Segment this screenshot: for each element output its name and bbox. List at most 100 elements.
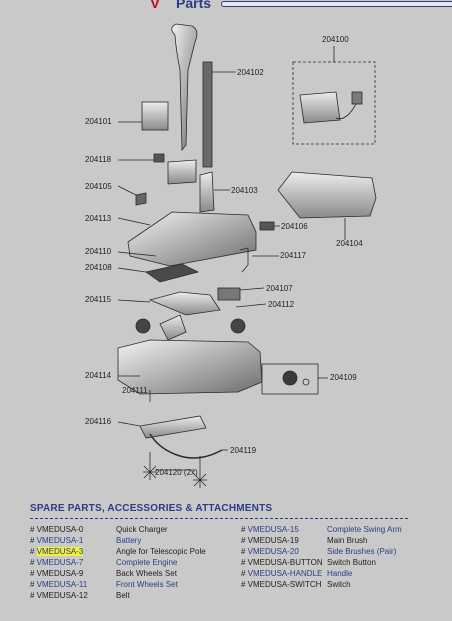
part-desc: Main Brush xyxy=(327,536,368,545)
part-code-link[interactable]: VMEDUSA-HANDLE xyxy=(247,569,323,578)
part-code-text: VMEDUSA-BUTTON xyxy=(247,558,323,567)
part-code: # VMEDUSA-0 xyxy=(30,524,116,535)
hash-mark: # xyxy=(241,525,248,534)
part-desc: Switch xyxy=(327,580,351,589)
label-204112: 204112 xyxy=(268,300,295,309)
part-code-text: VMEDUSA-0 xyxy=(36,525,84,534)
label-204110: 204110 xyxy=(85,247,112,256)
hash-mark: # xyxy=(241,558,248,567)
hash-mark: # xyxy=(30,547,37,556)
label-204113: 204113 xyxy=(85,214,112,223)
part-code: # VMEDUSA-20 xyxy=(241,546,327,557)
label-204120: 204120 (2x) xyxy=(155,468,198,477)
handle-shape xyxy=(171,23,198,152)
part-code: # VMEDUSA-7 xyxy=(30,557,116,568)
part-code: # VMEDUSA-11 xyxy=(30,579,116,590)
part-code: # VMEDUSA-9 xyxy=(30,568,116,579)
label-204109: 204109 xyxy=(330,373,357,382)
main-brush-shape xyxy=(139,415,207,439)
label-204101: 204101 xyxy=(85,117,112,126)
part-code: # VMEDUSA-12 xyxy=(30,590,116,601)
part-desc: Switch Button xyxy=(327,558,376,567)
part-desc-link[interactable]: Complete Swing Arm xyxy=(327,525,402,534)
part-row: # VMEDUSA-BUTTON Switch Button xyxy=(241,557,402,568)
label-204118: 204118 xyxy=(85,155,112,164)
label-204108: 204108 xyxy=(85,263,112,272)
part-code-link[interactable]: VMEDUSA-20 xyxy=(247,547,299,556)
title-rule xyxy=(221,1,452,7)
hash-mark: # xyxy=(30,525,37,534)
part-code-text: VMEDUSA-9 xyxy=(36,569,84,578)
label-204115: 204115 xyxy=(85,295,112,304)
label-204103: 204103 xyxy=(231,186,258,195)
part-code: # VMEDUSA-3 xyxy=(30,546,116,557)
spare-parts-divider xyxy=(30,518,408,519)
label-204107: 204107 xyxy=(266,284,293,293)
part-code-link[interactable]: VMEDUSA-3 xyxy=(36,547,84,556)
part-desc-link[interactable]: Side Brushes (Pair) xyxy=(327,547,397,556)
label-204114: 204114 xyxy=(85,371,112,380)
label-204116: 204116 xyxy=(85,417,112,426)
battery-shape xyxy=(141,101,169,131)
part-code: # VMEDUSA-19 xyxy=(241,535,327,546)
part-code: # VMEDUSA-HANDLE xyxy=(241,568,327,579)
part-code-link[interactable]: VMEDUSA-1 xyxy=(36,536,84,545)
hash-mark: # xyxy=(30,580,37,589)
label-204102: 204102 xyxy=(237,68,264,77)
dust-bin-shape xyxy=(277,171,377,219)
label-204105: 204105 xyxy=(85,182,112,191)
part-code: # VMEDUSA-SWITCH xyxy=(241,579,327,590)
part-desc: Belt xyxy=(116,591,130,600)
tube-shape xyxy=(202,61,213,168)
hash-mark: # xyxy=(30,591,37,600)
part-code-text: VMEDUSA-12 xyxy=(36,591,88,600)
hash-mark: # xyxy=(30,536,37,545)
part-code: # VMEDUSA-15 xyxy=(241,524,327,535)
part-code-link[interactable]: VMEDUSA-7 xyxy=(36,558,84,567)
part-desc-link[interactable]: Complete Engine xyxy=(116,558,178,567)
label-204104: 204104 xyxy=(336,239,363,248)
hash-mark: # xyxy=(241,569,248,578)
label-204119: 204119 xyxy=(230,446,257,455)
part-desc-link[interactable]: Front Wheels Set xyxy=(116,580,178,589)
hash-mark: # xyxy=(30,569,37,578)
part-desc-link[interactable]: Battery xyxy=(116,536,142,545)
part-desc-link[interactable]: Handle xyxy=(327,569,353,578)
title-mark: V xyxy=(150,0,161,12)
hash-mark: # xyxy=(241,547,248,556)
hash-mark: # xyxy=(241,580,248,589)
label-204106: 204106 xyxy=(281,222,308,231)
label-204117: 204117 xyxy=(280,251,307,260)
hash-mark: # xyxy=(30,558,37,567)
hash-mark: # xyxy=(241,536,248,545)
wheels-box xyxy=(261,363,319,395)
page-header: V Parts xyxy=(0,0,452,12)
part-code-link[interactable]: VMEDUSA-11 xyxy=(36,580,88,589)
part-desc: Quick Charger xyxy=(116,525,168,534)
part-desc: Back Wheels Set xyxy=(116,569,177,578)
part-desc: Angle for Telescopic Pole xyxy=(116,547,206,556)
spare-parts-heading: SPARE PARTS, ACCESSORIES & ATTACHMENTS xyxy=(30,503,273,514)
switch-bar-shape xyxy=(145,263,200,283)
label-204100: 204100 xyxy=(322,35,349,44)
part-code-text: VMEDUSA-19 xyxy=(247,536,299,545)
exploded-parts-diagram: 204100 204102 204101 204118 204105 20410… xyxy=(0,10,452,502)
page-title: Parts xyxy=(176,0,212,11)
part-code-link[interactable]: VMEDUSA-15 xyxy=(247,525,299,534)
part-code: # VMEDUSA-1 xyxy=(30,535,116,546)
part-code-text: VMEDUSA-SWITCH xyxy=(247,580,322,589)
